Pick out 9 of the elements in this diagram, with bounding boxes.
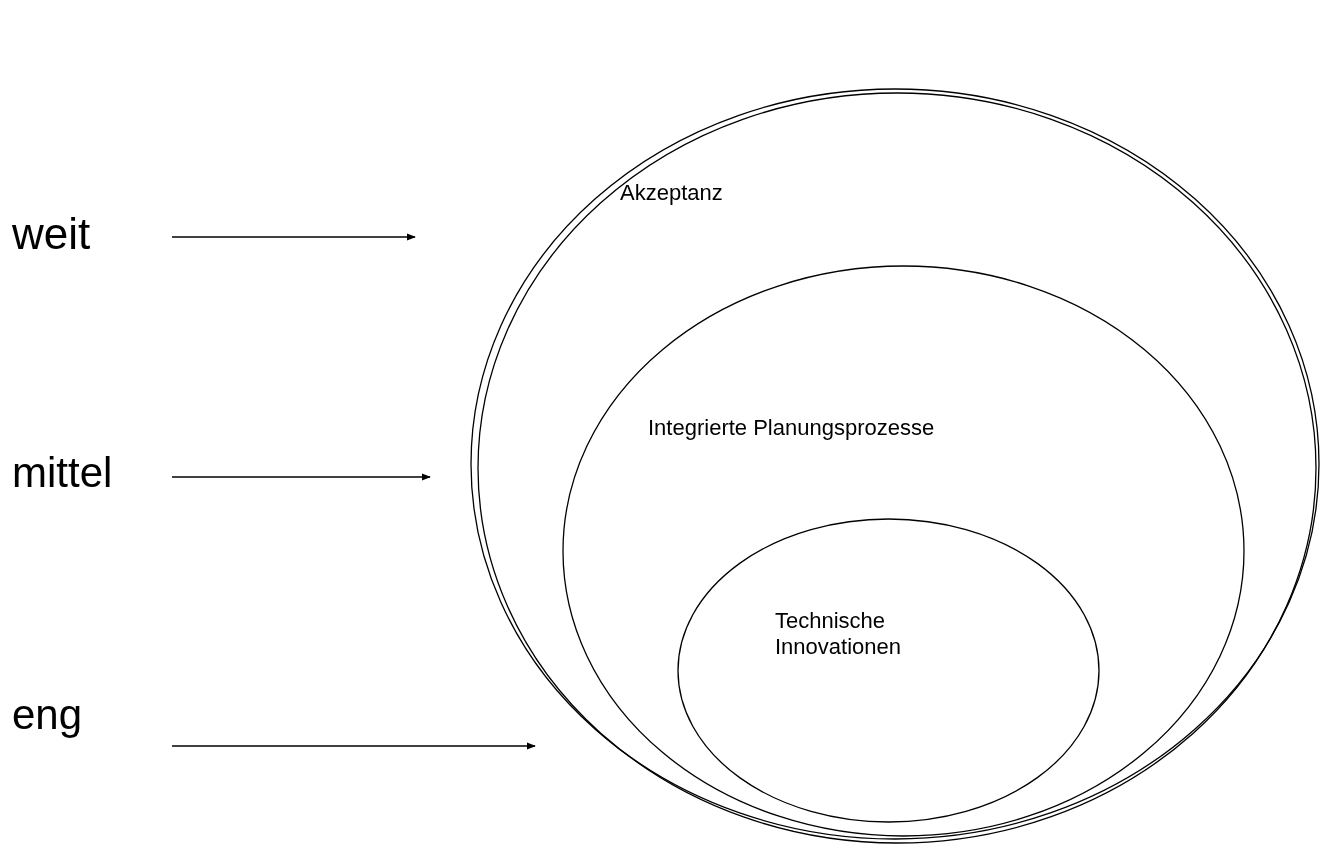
arrow [171, 742, 536, 750]
arrow [171, 233, 416, 241]
ellipse-label: Technische Innovationen [775, 608, 902, 661]
scope-label: weit [12, 208, 92, 260]
scope-label: eng [12, 690, 84, 740]
ellipse-label: Akzeptanz [620, 180, 724, 207]
arrow [171, 473, 431, 481]
ellipse-label: Integrierte Planungsprozesse [648, 415, 936, 442]
scope-label: mittel [12, 448, 114, 498]
